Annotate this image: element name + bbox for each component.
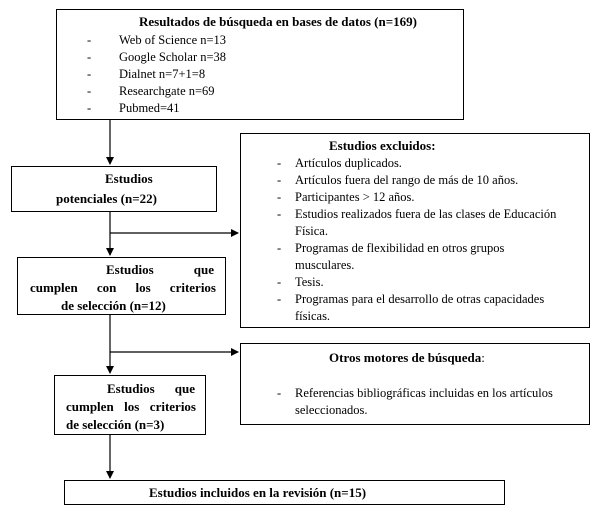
database-item: Researchgate n=69: [87, 83, 226, 100]
other-search-engines-title: Otros motores de búsqueda:: [329, 350, 485, 366]
potential-studies-box: Estudios potenciales (n=22): [11, 166, 217, 212]
included-studies-title: Estudios incluidos en la revisión (n=15): [149, 485, 367, 500]
other-search-engines-title-text: Otros motores de búsqueda: [329, 350, 482, 365]
excluded-studies-box: Estudios excluidos: Artículos duplicados…: [240, 133, 590, 328]
exclusion-item: Artículos fuera del rango de más de 10 a…: [273, 172, 563, 189]
database-item: Pubmed=41: [87, 100, 226, 117]
database-item: Dialnet n=7+1=8: [87, 66, 226, 83]
included-studies-box: Estudios incluidos en la revisión (n=15): [64, 480, 505, 505]
exclusion-item: Tesis.: [273, 274, 563, 291]
search-results-title: Resultados de búsqueda en bases de datos…: [139, 14, 417, 29]
exclusion-item: Programas de flexibilidad en otros grupo…: [273, 240, 563, 274]
database-item: Google Scholar n=38: [87, 49, 226, 66]
criteria-n12-line1: Estudios que: [106, 262, 214, 277]
criteria-n3-line1: Estudios que: [107, 381, 195, 396]
potential-studies-line1: Estudios: [105, 171, 153, 186]
criteria-n12-line3: de selección (n=12): [61, 298, 166, 313]
exclusion-list: Artículos duplicados. Artículos fuera de…: [273, 155, 563, 325]
other-source-item: Referencias bibliográficas incluidas en …: [273, 385, 563, 419]
search-results-box: Resultados de búsqueda en bases de datos…: [56, 9, 464, 120]
criteria-n3-box: Estudios que cumplen los criterios de se…: [54, 375, 206, 435]
other-sources-list: Referencias bibliográficas incluidas en …: [273, 385, 563, 419]
database-list: Web of Science n=13 Google Scholar n=38 …: [87, 32, 226, 117]
other-search-engines-box: Otros motores de búsqueda: Referencias b…: [240, 343, 590, 425]
exclusion-item: Programas para el desarrollo de otras ca…: [273, 291, 563, 325]
criteria-n3-line2: cumplen los criterios: [66, 399, 196, 414]
exclusion-item: Participantes > 12 años.: [273, 189, 563, 206]
potential-studies-line2: potenciales (n=22): [56, 191, 157, 206]
other-search-engines-title-colon: :: [481, 350, 485, 365]
exclusion-item: Artículos duplicados.: [273, 155, 563, 172]
criteria-n12-box: Estudios que cumplen con los criterios d…: [17, 257, 226, 315]
criteria-n12-line2: cumplen con los criterios: [30, 280, 216, 295]
excluded-studies-title: Estudios excluidos:: [329, 138, 436, 153]
criteria-n3-line3: de selección (n=3): [66, 417, 165, 432]
database-item: Web of Science n=13: [87, 32, 226, 49]
exclusion-item: Estudios realizados fuera de las clases …: [273, 206, 563, 240]
